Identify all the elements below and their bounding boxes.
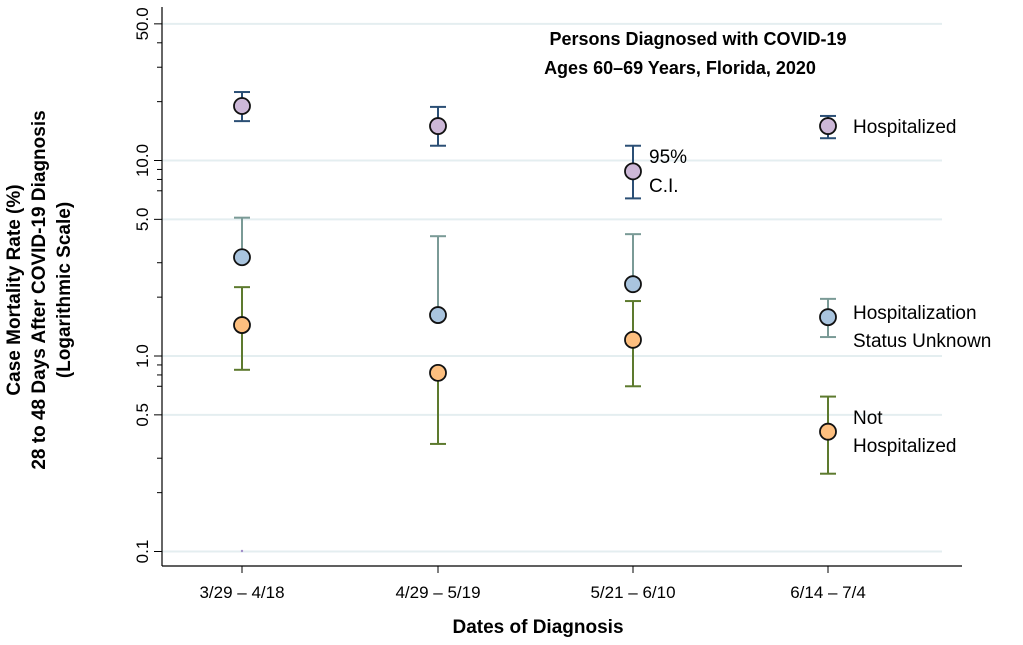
legend-label-hospitalization-status-unknown: Status Unknown bbox=[853, 331, 991, 352]
not-hospitalized-point bbox=[819, 422, 837, 441]
hospitalization-status-unknown-point bbox=[429, 306, 447, 324]
y-axis-label-line-3: (Logarithmic Scale) bbox=[54, 202, 75, 378]
gridlines bbox=[162, 22, 942, 553]
y-tick-label: 10.0 bbox=[133, 144, 152, 177]
hospitalization-status-unknown-point bbox=[624, 275, 642, 294]
y-tick-label: 0.1 bbox=[133, 540, 152, 564]
y-axis-label-line-2: 28 to 48 Days After COVID-19 Diagnosis bbox=[29, 110, 50, 469]
x-tick-label: 6/14 – 7/4 bbox=[790, 583, 866, 602]
x-axis-label: Dates of Diagnosis bbox=[452, 617, 623, 638]
hospitalization-status-unknown-point bbox=[819, 308, 837, 327]
chart-title-line-1: Persons Diagnosed with COVID-19 bbox=[549, 29, 846, 49]
data-marks bbox=[233, 91, 837, 553]
x-axis: 3/29 – 4/18 4/29 – 5/19 5/21 – 6/10 6/14 – … bbox=[162, 565, 962, 602]
chart-title-line-2: Ages 60–69 Years, Florida, 2020 bbox=[544, 58, 816, 78]
ci-annotation-line-2: C.I. bbox=[649, 176, 679, 197]
not-hospitalized-point bbox=[233, 316, 251, 334]
y-axis: 50.0 10.0 5.0 1.0 0.5 0.1 bbox=[133, 7, 163, 566]
y-tick-label: 0.5 bbox=[133, 403, 152, 427]
x-tick-label: 3/29 – 4/18 bbox=[199, 583, 284, 602]
hospitalized-point bbox=[624, 162, 642, 181]
legend-label-hospitalized: Hospitalized bbox=[853, 117, 957, 138]
legend-label-not-hospitalized: Hospitalized bbox=[853, 436, 957, 457]
hospitalized-point bbox=[429, 117, 447, 135]
y-tick-label: 1.0 bbox=[133, 344, 152, 368]
stray-point bbox=[240, 549, 244, 553]
y-axis-label-line-1: Case Mortality Rate (%) bbox=[4, 184, 25, 395]
ci-annotation-line-1: 95% bbox=[649, 147, 687, 168]
hospitalized-point bbox=[819, 117, 837, 135]
x-tick-label: 4/29 – 5/19 bbox=[395, 583, 480, 602]
hospitalization-status-unknown-point bbox=[233, 248, 251, 267]
not-hospitalized-point bbox=[429, 363, 447, 382]
y-tick-label: 50.0 bbox=[133, 7, 152, 40]
hospitalized-point bbox=[233, 97, 251, 115]
legend-label-not-hospitalized: Not bbox=[853, 408, 883, 429]
x-tick-label: 5/21 – 6/10 bbox=[590, 583, 675, 602]
legend-label-hospitalization-status-unknown: Hospitalization bbox=[853, 303, 977, 324]
y-tick-label: 5.0 bbox=[133, 208, 152, 232]
not-hospitalized-point bbox=[624, 330, 642, 349]
